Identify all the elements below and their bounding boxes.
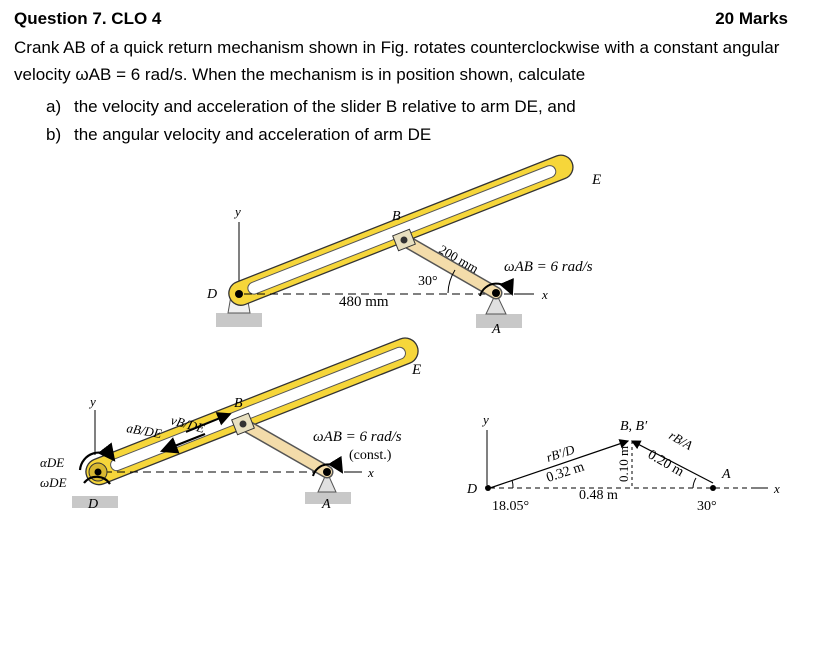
label-010m: 0.10 m — [616, 446, 631, 482]
pin-d-2 — [94, 468, 102, 476]
question-title: Question 7. CLO 4 — [14, 9, 162, 28]
part-b: b) the angular velocity and acceleration … — [46, 125, 431, 145]
figure-3-geometry: D A B, B′ y x rB′/D 0.32 m rB/A 0.20 m 0… — [466, 412, 780, 514]
label-a-b-de: aB/DE — [125, 420, 163, 441]
label-alpha-de: αDE — [40, 455, 64, 470]
figure-1-quick-return: E B D y x A 200 mm 30° 480 mm ωAB = 6 ra… — [206, 154, 601, 337]
r-b-a-line — [630, 440, 714, 484]
omega-arc-1 — [479, 277, 514, 297]
ground-a — [476, 314, 522, 328]
pin-d — [235, 290, 243, 298]
label-y-1: y — [233, 204, 241, 219]
ground-d — [216, 313, 262, 327]
part-b-label: b) — [46, 125, 62, 144]
alpha-arc — [78, 442, 116, 471]
ground-d-2 — [72, 496, 118, 508]
label-e-1: E — [591, 172, 601, 188]
label-d-3: D — [466, 482, 477, 497]
part-b-text: the angular velocity and acceleration of… — [74, 125, 432, 144]
label-b-b-prime: B, B′ — [620, 419, 648, 434]
support-a — [485, 291, 507, 315]
problem-statement: Crank AB of a quick return mechanism sho… — [14, 38, 780, 84]
part-a-text: the velocity and acceleration of the sli… — [74, 97, 576, 116]
omega-de-arc — [83, 475, 111, 485]
label-a-1: A — [491, 322, 501, 337]
label-020m: 0.20 m — [645, 447, 686, 479]
label-a-3: A — [721, 467, 731, 482]
label-y-2: y — [88, 394, 96, 409]
angle-arc-1 — [447, 269, 456, 294]
part-a: a) the velocity and acceleration of the s… — [46, 97, 576, 117]
label-x-2: x — [367, 465, 374, 480]
label-d-1: D — [206, 287, 217, 302]
label-r-b-a: rB/A — [667, 428, 696, 453]
pin-a — [492, 289, 500, 297]
r-b-d-line — [489, 439, 630, 489]
label-d-2: D — [87, 497, 98, 512]
part-a-label: a) — [46, 97, 62, 116]
ground-a-2 — [305, 492, 351, 504]
label-b-2: B — [234, 396, 243, 411]
label-omega-2: ωAB = 6 rad/s — [313, 429, 402, 445]
label-480mm: 480 mm — [339, 294, 389, 310]
figure-2-kinematics: E B y D A x vB/DE aB/DE αDE ωDE ωAB = 6 … — [40, 337, 421, 512]
label-048m: 0.48 m — [579, 488, 618, 503]
label-x-3: x — [773, 481, 780, 496]
label-a-2: A — [321, 497, 331, 512]
label-30deg-3: 30° — [697, 499, 717, 514]
question-marks: 20 Marks — [715, 9, 788, 28]
arm-de-1 — [228, 154, 574, 306]
label-omega-1: ωAB = 6 rad/s — [504, 259, 593, 275]
label-e-2: E — [411, 362, 421, 378]
label-30deg-1: 30° — [418, 274, 438, 289]
a-b-de-arrow — [159, 432, 206, 454]
label-const: (const.) — [349, 448, 392, 463]
v-b-de-arrow — [185, 412, 232, 433]
label-omega-de: ωDE — [40, 475, 67, 490]
label-x-1: x — [541, 287, 548, 302]
label-1805deg: 18.05° — [492, 499, 529, 514]
label-r-b-d: rB′/D — [544, 441, 577, 464]
label-b-1: B — [392, 209, 401, 224]
label-y-3: y — [481, 412, 489, 427]
